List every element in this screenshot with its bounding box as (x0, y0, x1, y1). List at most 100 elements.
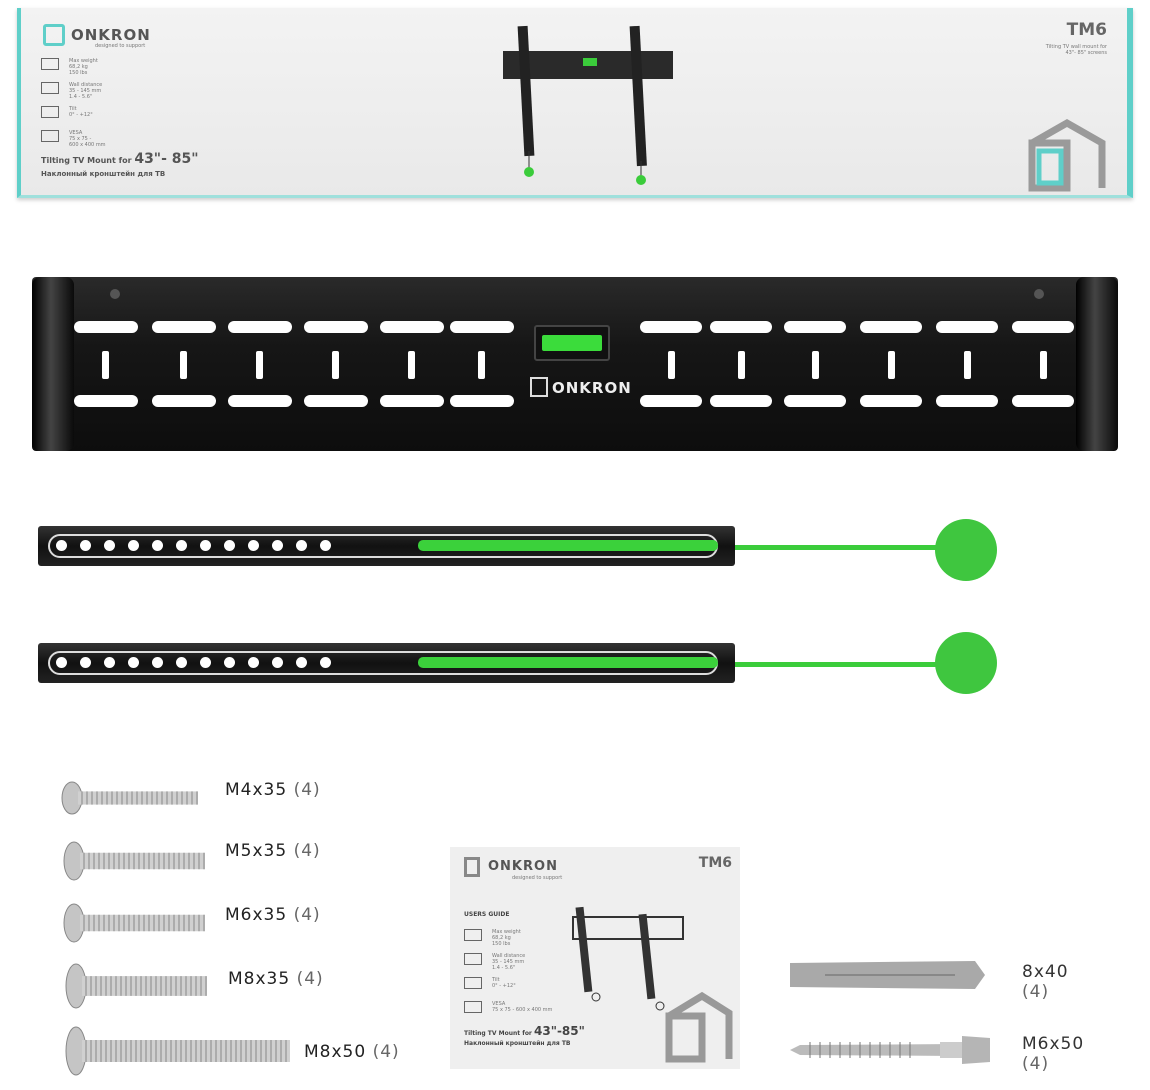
adjustment-hole (176, 540, 187, 551)
users-guide: ONKRON designed to support TM6 USERS GUI… (450, 847, 740, 1069)
mounting-slot (936, 395, 998, 407)
mounting-slot (228, 395, 292, 407)
manual-tagline: designed to support (512, 875, 563, 881)
adjustment-hole (104, 540, 115, 551)
mounting-slot (304, 395, 368, 407)
logo-icon (43, 24, 65, 46)
adjustment-hole (320, 540, 331, 551)
manual-mount-drawing (572, 906, 684, 1011)
manual-logo-icon (464, 857, 480, 877)
mounting-slot (710, 321, 772, 333)
mounting-slot (304, 321, 368, 333)
mounting-slot (450, 321, 514, 333)
mounting-slot (228, 321, 292, 333)
box-title-ru: Наклонный кронштейн для ТВ (41, 170, 166, 178)
vertical-arm-2 (38, 643, 735, 683)
vesa-icon (41, 130, 59, 142)
anchor-label-2: M6x50(4) (1022, 1034, 1085, 1074)
box-model-desc: Tilting TV wall mount for 43"- 85" scree… (1046, 44, 1107, 56)
bolt-icon (1034, 289, 1044, 299)
keyhole-slot (964, 351, 971, 379)
bolt-icon (110, 289, 120, 299)
screw-label: M8x35 (4) (228, 969, 324, 989)
manual-title-ru: Наклонный кронштейн для ТВ (464, 1040, 571, 1047)
box-logo-watermark-icon (1028, 118, 1106, 192)
mounting-slot (380, 321, 444, 333)
keyhole-slot (888, 351, 895, 379)
mounting-slot (784, 321, 846, 333)
screw-image (65, 963, 207, 1009)
mounting-slot (450, 395, 514, 407)
mounting-slot (1012, 321, 1074, 333)
tv-mount-image (503, 25, 673, 185)
tilt-icon (41, 106, 59, 118)
keyhole-slot (256, 351, 263, 379)
mounting-slot (860, 321, 922, 333)
box-title: Tilting TV Mount for 43"- 85" (41, 151, 199, 167)
keyhole-slot (812, 351, 819, 379)
adjustment-hole (152, 540, 163, 551)
adjustment-hole (248, 540, 259, 551)
adjustment-hole (152, 657, 163, 668)
keyhole-slot (738, 351, 745, 379)
pull-cord-2 (735, 662, 945, 667)
manual-size-range: 43"-85" (534, 1024, 585, 1038)
adjustment-hole (80, 540, 91, 551)
box-brand: ONKRON (71, 26, 151, 44)
pull-tab-1[interactable] (935, 519, 997, 581)
adjustment-hole (272, 657, 283, 668)
wall-distance-icon (41, 82, 59, 94)
mounting-slot (152, 395, 216, 407)
adjustment-hole (200, 657, 211, 668)
box-tagline: designed to support (95, 43, 146, 49)
keyhole-slot (478, 351, 485, 379)
manual-title-prefix: Tilting TV Mount for (464, 1030, 532, 1037)
vertical-arm-1 (38, 526, 735, 566)
wall-plate: ONKRON (32, 277, 1118, 451)
mounting-slot (74, 321, 138, 333)
adjustment-hole (320, 657, 331, 668)
keyhole-slot (408, 351, 415, 379)
wall-anchor (790, 961, 985, 989)
plate-logo-icon (530, 377, 548, 397)
adjustment-hole (224, 540, 235, 551)
keyhole-slot (180, 351, 187, 379)
screw-label: M8x50 (4) (304, 1042, 400, 1062)
manual-brand: ONKRON (488, 859, 558, 874)
mounting-slot (936, 321, 998, 333)
plate-brand: ONKRON (552, 379, 632, 397)
screw-image (63, 841, 205, 881)
box-model-desc-1: Tilting TV wall mount for (1045, 44, 1107, 50)
manual-title: Tilting TV Mount for 43"-85" (464, 1024, 585, 1038)
spec-icon (464, 1001, 482, 1013)
right-endcap (1076, 277, 1118, 451)
adjustment-hole (272, 540, 283, 551)
keyhole-slot (668, 351, 675, 379)
screw-label: M4x35 (4) (225, 780, 321, 800)
mounting-slot (784, 395, 846, 407)
adjustment-hole (176, 657, 187, 668)
adjustment-hole (296, 657, 307, 668)
manual-logo-watermark-icon (665, 991, 733, 1063)
pull-cord-1 (735, 545, 945, 550)
manual-model: TM6 (698, 855, 732, 871)
adjustment-hole (56, 540, 67, 551)
screw-label: M6x35 (4) (225, 905, 321, 925)
keyhole-slot (1040, 351, 1047, 379)
anchor-label-1: 8x40(4) (1022, 962, 1069, 1002)
adjustment-hole (200, 540, 211, 551)
adjustment-hole (296, 540, 307, 551)
pull-tab-2[interactable] (935, 632, 997, 694)
screw-label: M5x35 (4) (225, 841, 321, 861)
screw-image (63, 903, 205, 943)
mounting-slot (640, 395, 702, 407)
mounting-slot (860, 395, 922, 407)
adjustment-hole (56, 657, 67, 668)
